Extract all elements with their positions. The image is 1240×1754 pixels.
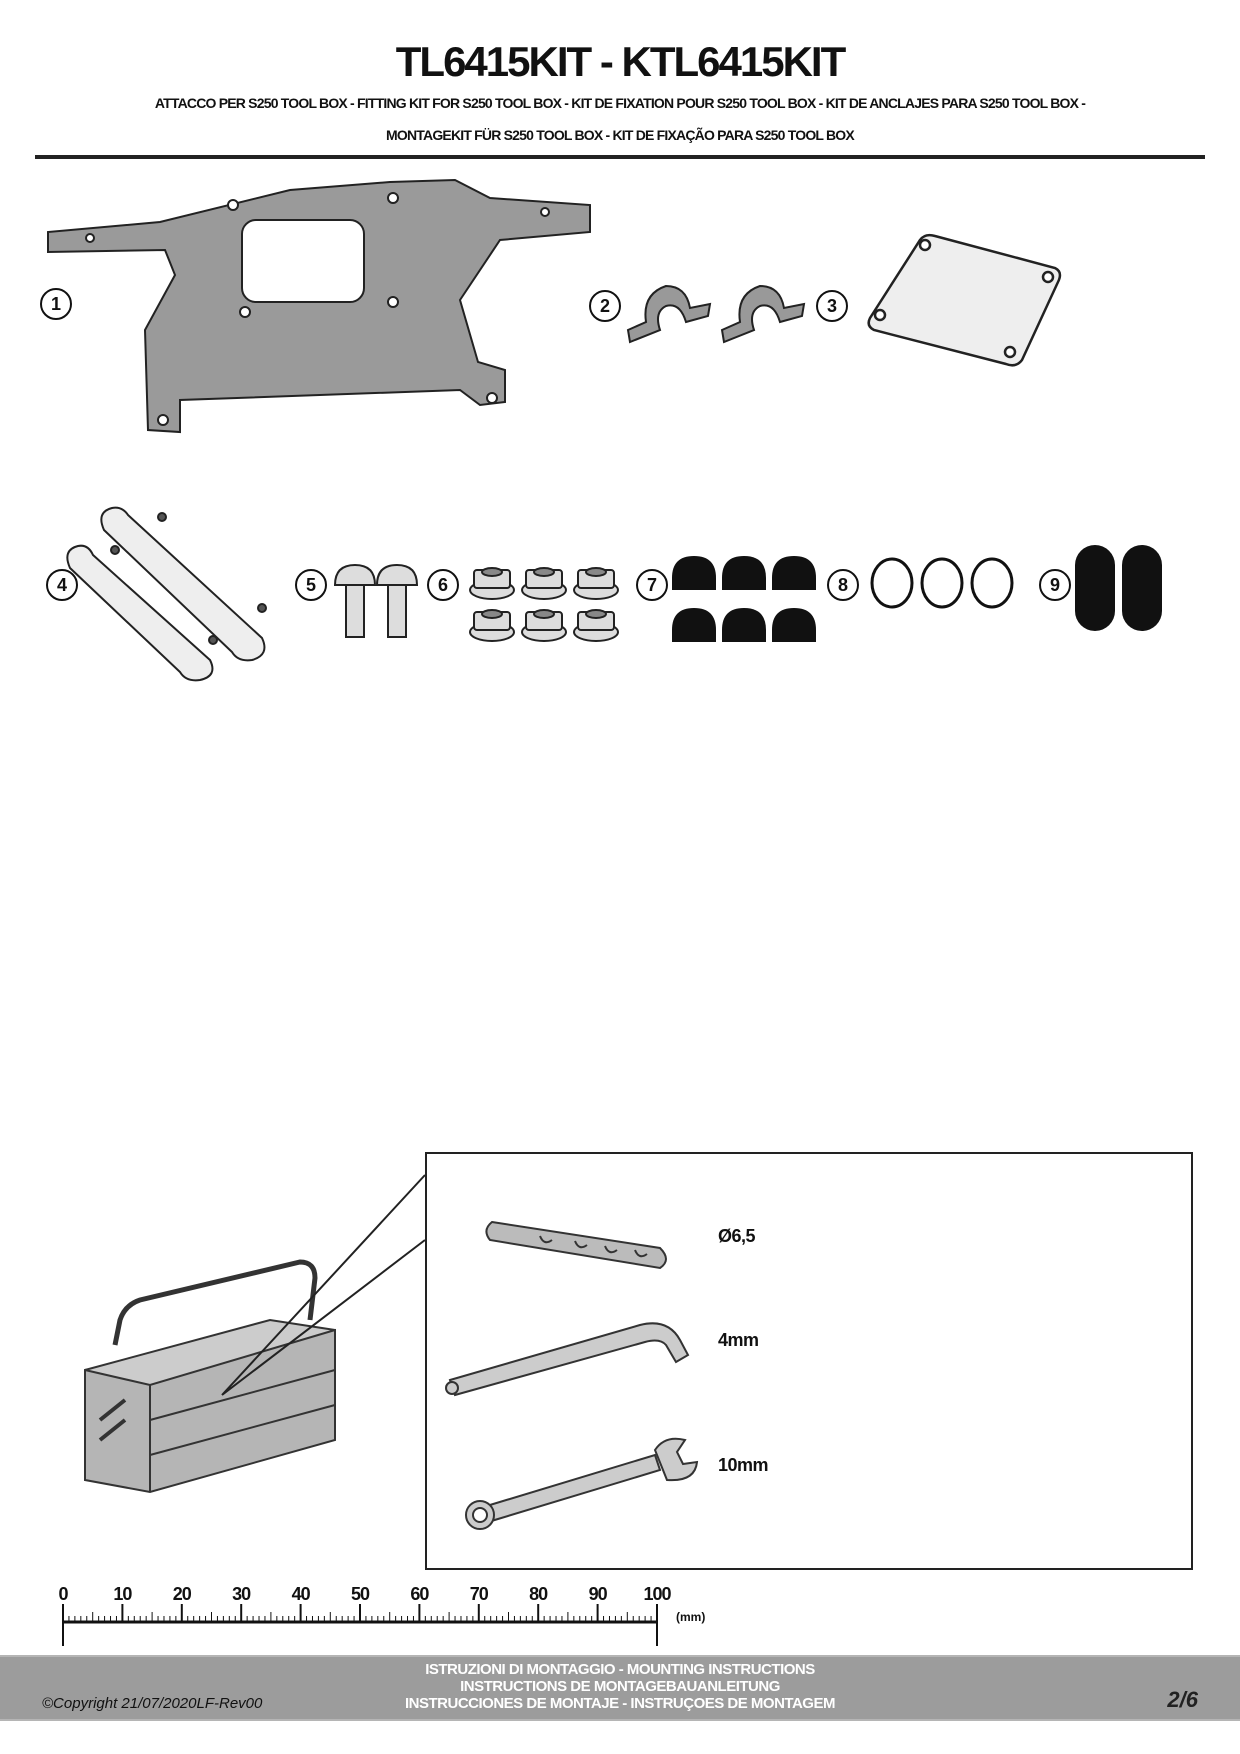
bracket-plate-icon bbox=[47, 178, 591, 434]
part-callout: 9 bbox=[1039, 569, 1071, 601]
header-divider bbox=[35, 155, 1205, 159]
tools-required-box bbox=[425, 1152, 1193, 1570]
toolbox-icon bbox=[84, 1259, 336, 1494]
part-callout: 4 bbox=[46, 569, 78, 601]
ruler-tick-label: 80 bbox=[529, 1584, 548, 1604]
ruler-tick-label: 0 bbox=[58, 1584, 68, 1604]
spacer-bar-icon bbox=[66, 506, 267, 682]
ruler-tick-label: 60 bbox=[410, 1584, 429, 1604]
part-callout: 1 bbox=[40, 288, 72, 320]
part-callout: 5 bbox=[295, 569, 327, 601]
part-callout: 7 bbox=[636, 569, 668, 601]
footer-line-3: INSTRUCCIONES DE MONTAJE - INSTRUÇOES DE… bbox=[405, 1695, 835, 1712]
tool-label: 4mm bbox=[718, 1330, 759, 1350]
ruler-tick-label: 90 bbox=[588, 1584, 608, 1604]
footer-bar: ISTRUZIONI DI MONTAGGIO - MOUNTING INSTR… bbox=[0, 1655, 1240, 1721]
flat-plate-icon bbox=[867, 233, 1062, 367]
footer-line-1: ISTRUZIONI DI MONTAGGIO - MOUNTING INSTR… bbox=[425, 1661, 815, 1678]
o-ring-icon bbox=[870, 557, 1014, 609]
ruler-tick-label: 30 bbox=[232, 1584, 251, 1604]
copyright: ©Copyright 21/07/2020LF-Rev00 bbox=[42, 1695, 263, 1712]
ruler-tick-label: 70 bbox=[469, 1584, 489, 1604]
rubber-pad-icon bbox=[1075, 545, 1162, 631]
ruler-tick-label: 20 bbox=[172, 1584, 192, 1604]
part-callout: 2 bbox=[589, 290, 621, 322]
ruler-tick-label: 40 bbox=[291, 1584, 311, 1604]
part-callout: 6 bbox=[427, 569, 459, 601]
subtitle-line-1: ATTACCO PER S250 TOOL BOX - FITTING KIT … bbox=[154, 95, 1086, 111]
footer-line-2: INSTRUCTIONS DE MONTAGEBAUANLEITUNG bbox=[460, 1678, 780, 1695]
subtitle-line-2: MONTAGEKIT FÜR S250 TOOL BOX - KIT DE FI… bbox=[386, 127, 855, 143]
ruler-unit: (mm) bbox=[676, 1610, 706, 1624]
parts-illustration bbox=[47, 178, 1162, 682]
part-callout: 3 bbox=[816, 290, 848, 322]
tool-label: 10mm bbox=[718, 1455, 769, 1475]
part-callout: 8 bbox=[827, 569, 859, 601]
bolt-icon bbox=[333, 563, 419, 638]
u-clamp-icon bbox=[626, 284, 806, 344]
tool-label: Ø6,5 bbox=[718, 1226, 756, 1246]
ruler-tick-label: 50 bbox=[350, 1584, 370, 1604]
callout-pointer bbox=[221, 1174, 426, 1396]
page-number: 2/6 bbox=[1167, 1687, 1198, 1712]
page-title: TL6415KIT - KTL6415KIT bbox=[395, 38, 846, 85]
ruler-tick-label: 100 bbox=[643, 1584, 671, 1604]
cap-nut-cover-icon bbox=[672, 556, 816, 642]
flange-nut-icon bbox=[469, 567, 619, 642]
ruler-tick-label: 10 bbox=[113, 1584, 132, 1604]
